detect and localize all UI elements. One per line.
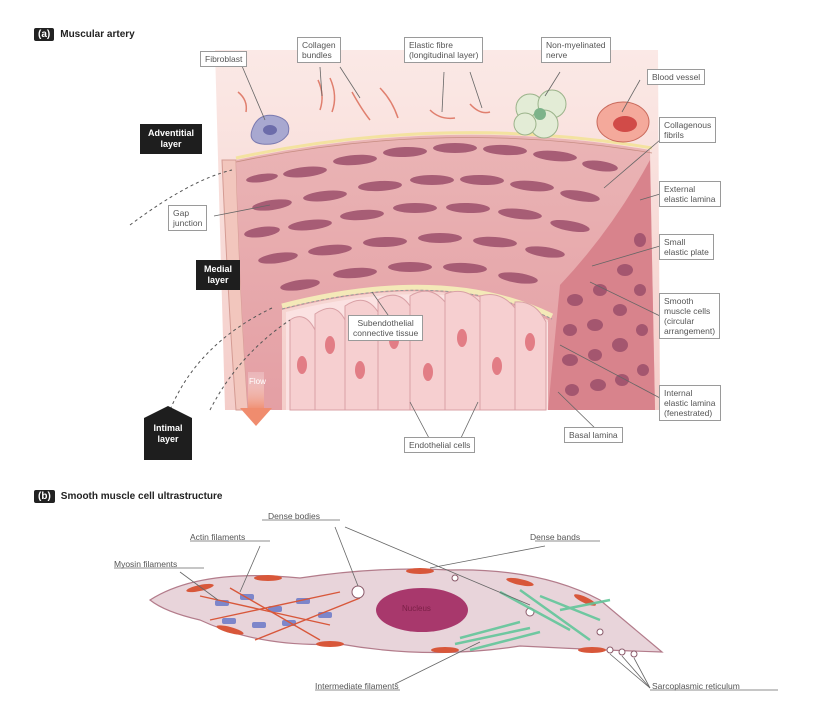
label-intermediate-filaments: Intermediate filaments [315, 681, 399, 691]
label-nucleus: Nucleus [402, 604, 431, 613]
label-dense-bands: Dense bands [530, 532, 580, 542]
label-sarcoplasmic-reticulum: Sarcoplasmic reticulum [652, 681, 740, 691]
label-myosin-filaments: Myosin filaments [114, 559, 177, 569]
label-dense-bodies: Dense bodies [268, 511, 320, 521]
label-actin-filaments: Actin filaments [190, 532, 245, 542]
